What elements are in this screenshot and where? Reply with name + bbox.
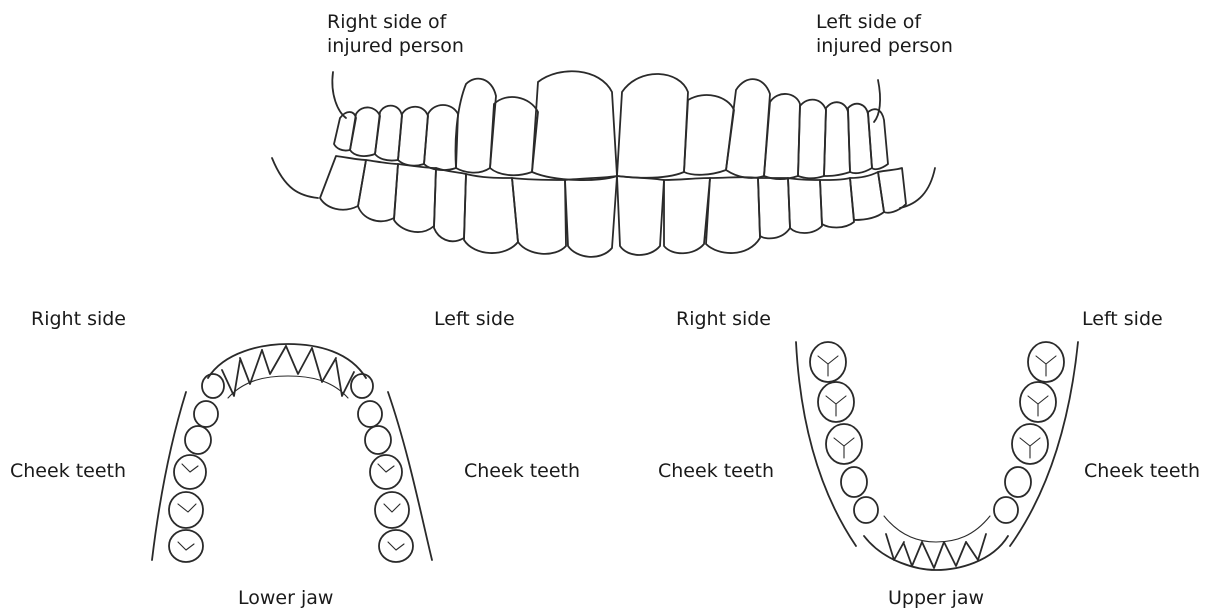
molar-groove [388,542,404,550]
lower-molar-right [375,492,409,528]
upper-jaw-cheek-teeth-right-label: Cheek teeth [1084,459,1200,483]
lower-jaw-cheek-teeth-right-label: Cheek teeth [464,459,580,483]
lower-jaw-right-side-label: Right side [31,307,126,331]
upper-incisor [922,542,944,568]
lower-tooth [617,176,664,255]
lower-incisor [262,346,286,374]
upper-tooth [764,94,800,179]
lower-jaw-caption: Lower jaw [238,586,333,610]
molar-groove [818,356,838,364]
lower-jaw-left-side-label: Left side [434,307,515,331]
lower-incisor [240,350,262,384]
molar-groove [182,464,198,472]
molar-groove [834,438,854,446]
upper-molar-right [994,497,1018,523]
lower-tooth [820,178,854,228]
upper-front-teeth [334,71,888,180]
upper-incisor [904,542,922,566]
lower-molar-left [202,374,224,398]
upper-arch-inner [884,516,990,542]
molar-groove [1036,356,1056,364]
upper-tooth [490,97,538,175]
lower-tooth [788,178,822,233]
lower-tooth [664,178,710,253]
front-right-side-label: Right side of injured person [327,10,464,58]
molar-groove [178,504,196,512]
molar-groove [1020,438,1040,446]
lower-jaw-outer-left-line [152,392,186,560]
right-pointer-line [332,72,346,118]
molar-groove [826,396,846,404]
upper-tooth [617,74,688,178]
molar-groove [178,542,194,550]
upper-tooth [424,105,458,170]
lower-molar-right [358,401,382,427]
lower-tooth [464,174,518,253]
upper-molar-left [854,497,878,523]
left-pointer-line [874,80,880,122]
upper-jaw-caption: Upper jaw [888,586,984,610]
lower-incisor [222,360,240,396]
molar-groove [378,464,394,472]
front-teeth-view [272,71,935,257]
upper-incisor [944,542,966,566]
lower-molar-left [169,530,203,562]
upper-jaw-cheek-teeth-left-label: Cheek teeth [658,459,774,483]
lower-front-teeth [320,156,906,257]
lower-molar-left [194,401,218,427]
lower-jaw-cheek-teeth-left-label: Cheek teeth [10,459,126,483]
lower-tooth [706,177,760,253]
upper-tooth [455,79,496,173]
upper-jaw-arch [796,342,1078,570]
lower-molar-right [365,426,391,454]
lower-molar-right [379,530,413,562]
lower-tooth [434,168,466,241]
molar-groove [1028,396,1048,404]
lower-arch-inner [228,376,348,398]
lower-incisor [286,346,312,374]
upper-jaw-left-side-label: Left side [1082,307,1163,331]
upper-molar-left [841,467,867,497]
right-gum-line [272,158,318,198]
lower-jaw-outer-right-line [388,392,432,560]
lower-incisor [312,348,336,382]
upper-tooth [868,109,888,169]
upper-jaw-outer-right-line [1010,342,1078,546]
lower-tooth [320,156,366,210]
upper-tooth [798,100,826,179]
lower-tooth [512,178,566,254]
upper-tooth [532,71,617,180]
lower-tooth [758,178,790,238]
lower-molar-right [351,374,373,398]
upper-jaw-right-side-label: Right side [676,307,771,331]
lower-tooth [565,176,617,257]
lower-tooth [878,168,906,213]
upper-molar-right [1005,467,1031,497]
lower-molar-left [185,426,211,454]
upper-incisor [966,534,986,560]
molar-groove [384,504,400,512]
lower-tooth [394,164,436,232]
lower-jaw-arch [152,344,432,562]
front-left-side-label: Left side of injured person [816,10,953,58]
upper-tooth [824,102,850,176]
upper-tooth [726,79,770,178]
